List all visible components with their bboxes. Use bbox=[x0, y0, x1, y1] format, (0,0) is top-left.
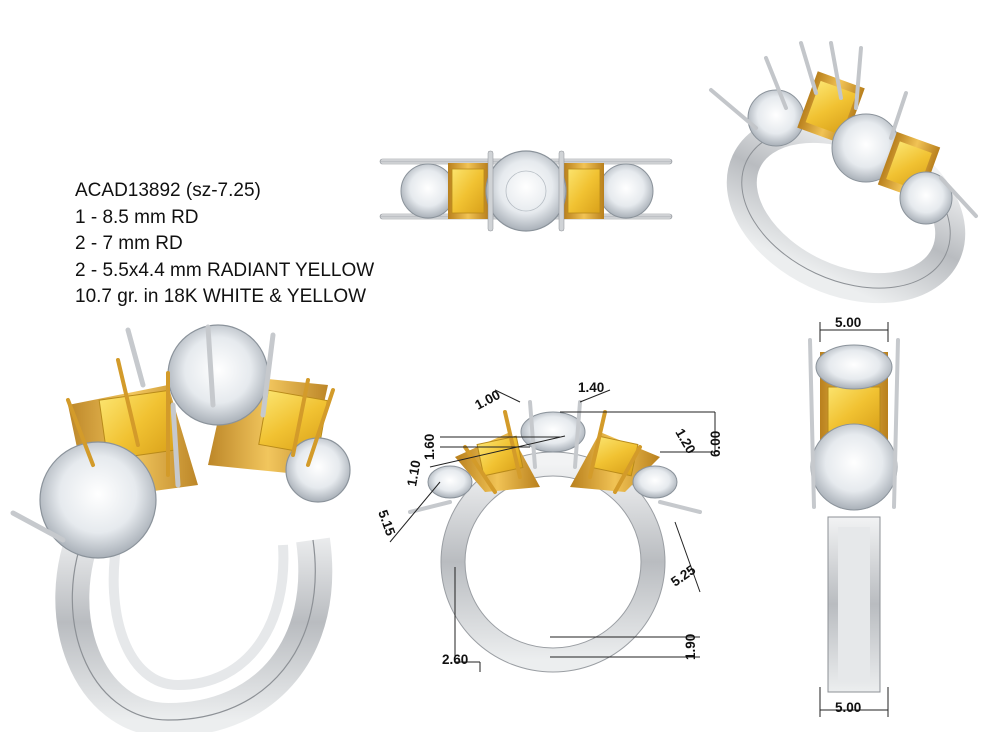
spec-model: ACAD13892 (sz-7.25) bbox=[75, 180, 261, 201]
dim-height-1-60: 1.60 bbox=[422, 434, 437, 460]
spec-line-side-stones: 2 - 7 mm RD bbox=[75, 233, 183, 254]
ring-top-view bbox=[379, 150, 673, 232]
dim-prong-1-40: 1.40 bbox=[578, 380, 604, 395]
ring-front-view: 1.00 1.40 1.60 1.10 1.20 6.00 5.15 5.25 … bbox=[375, 380, 723, 673]
spec-block: ACAD13892 (sz-7.25) 1 - 8.5 mm RD 2 - 7 … bbox=[75, 178, 374, 311]
dim-shank-2-60: 2.60 bbox=[442, 652, 468, 667]
ring-perspective-view-right bbox=[709, 41, 978, 304]
dim-height-6-00: 6.00 bbox=[708, 431, 723, 457]
spec-line-center-stone: 1 - 8.5 mm RD bbox=[75, 206, 199, 228]
dim-prong-1-00: 1.00 bbox=[472, 387, 502, 413]
spec-line-radiant-stones: 2 - 5.5x4.4 mm RADIANT YELLOW bbox=[75, 259, 375, 281]
dim-shank-1-90: 1.90 bbox=[683, 634, 698, 660]
dim-width-5-15: 5.15 bbox=[375, 508, 398, 538]
dim-width-5-25: 5.25 bbox=[668, 562, 699, 590]
ring-perspective-view-left bbox=[10, 324, 351, 732]
dim-height-1-10: 1.10 bbox=[404, 459, 423, 487]
dim-side-bottom-width: 5.00 bbox=[835, 700, 861, 715]
ring-side-view: 5.00 5.00 bbox=[808, 315, 900, 717]
dim-side-top-width: 5.00 bbox=[835, 315, 861, 330]
spec-line-weight-metal: 10.7 gr. in 18K WHITE & YELLOW bbox=[75, 286, 367, 307]
